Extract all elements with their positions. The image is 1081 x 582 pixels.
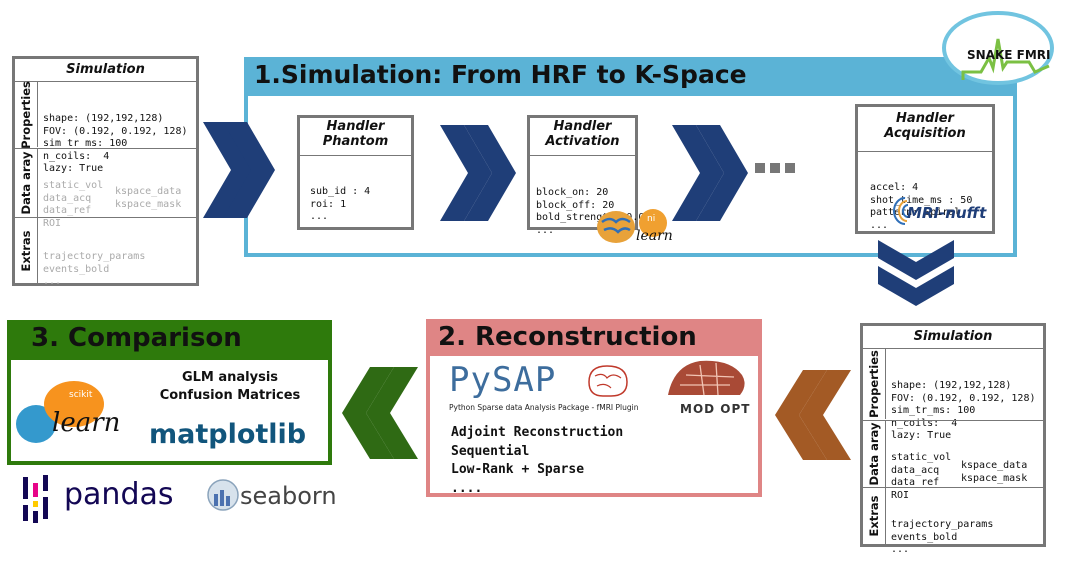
stage2-title: 2. Reconstruction bbox=[438, 322, 697, 352]
data-array-label: Data aray bbox=[867, 422, 881, 486]
nilearn-logo: ni learn bbox=[596, 208, 680, 248]
stage3-header: 3. Comparison bbox=[7, 320, 332, 360]
chevron-arrow-down bbox=[878, 240, 954, 306]
pysap-logo: PySAP Python Sparse data Analysis Packag… bbox=[449, 360, 639, 412]
extras-label: Extras bbox=[867, 495, 881, 537]
chevron-arrow-3 bbox=[672, 125, 748, 221]
stage2-items: Adjoint Reconstruction Sequential Low-Ra… bbox=[451, 425, 624, 496]
simulation-left: Simulation Properties shape: (192,192,12… bbox=[12, 56, 199, 287]
chevron-arrow-1 bbox=[203, 122, 275, 218]
matplotlib-logo: matplotlib bbox=[149, 419, 307, 450]
sklearn-logo: scikit learn bbox=[14, 380, 134, 446]
chevron-arrow-brown bbox=[775, 370, 851, 460]
stage2-header: 2. Reconstruction bbox=[426, 319, 762, 356]
properties-label: Properties bbox=[19, 80, 33, 149]
seaborn-logo: seaborn bbox=[206, 478, 337, 518]
data-array-label: Data aray bbox=[19, 151, 33, 215]
simulation-right: Simulation Properties shape: (192,192,12… bbox=[860, 323, 1046, 555]
chevron-arrow-2 bbox=[440, 125, 516, 221]
simulation-title: Simulation bbox=[863, 326, 1043, 349]
stage1-title: 1.Simulation: From HRF to K-Space bbox=[254, 60, 747, 89]
modopt-logo: MOD OPT bbox=[660, 355, 755, 420]
stage1-header: 1.Simulation: From HRF to K-Space bbox=[244, 57, 1017, 96]
mrinufft-logo: MRI-nufft bbox=[893, 196, 993, 230]
properties-label: Properties bbox=[867, 350, 881, 418]
chevron-arrow-green bbox=[342, 367, 418, 459]
ellipsis-dots bbox=[755, 163, 795, 175]
simulation-title: Simulation bbox=[15, 59, 196, 82]
properties-list: shape: (192,192,128)FOV: (0.192, 0.192, … bbox=[891, 380, 1036, 441]
stage3-title: 3. Comparison bbox=[31, 323, 242, 353]
pandas-logo: pandas bbox=[20, 475, 190, 525]
properties-list: shape: (192,192,128)FOV: (0.192, 0.192, … bbox=[43, 113, 188, 174]
snake-fmri-logo: SNAKE FMRI bbox=[941, 6, 1055, 86]
extras-label: Extras bbox=[19, 229, 33, 272]
logo-text: SNAKE FMRI bbox=[967, 48, 1051, 62]
